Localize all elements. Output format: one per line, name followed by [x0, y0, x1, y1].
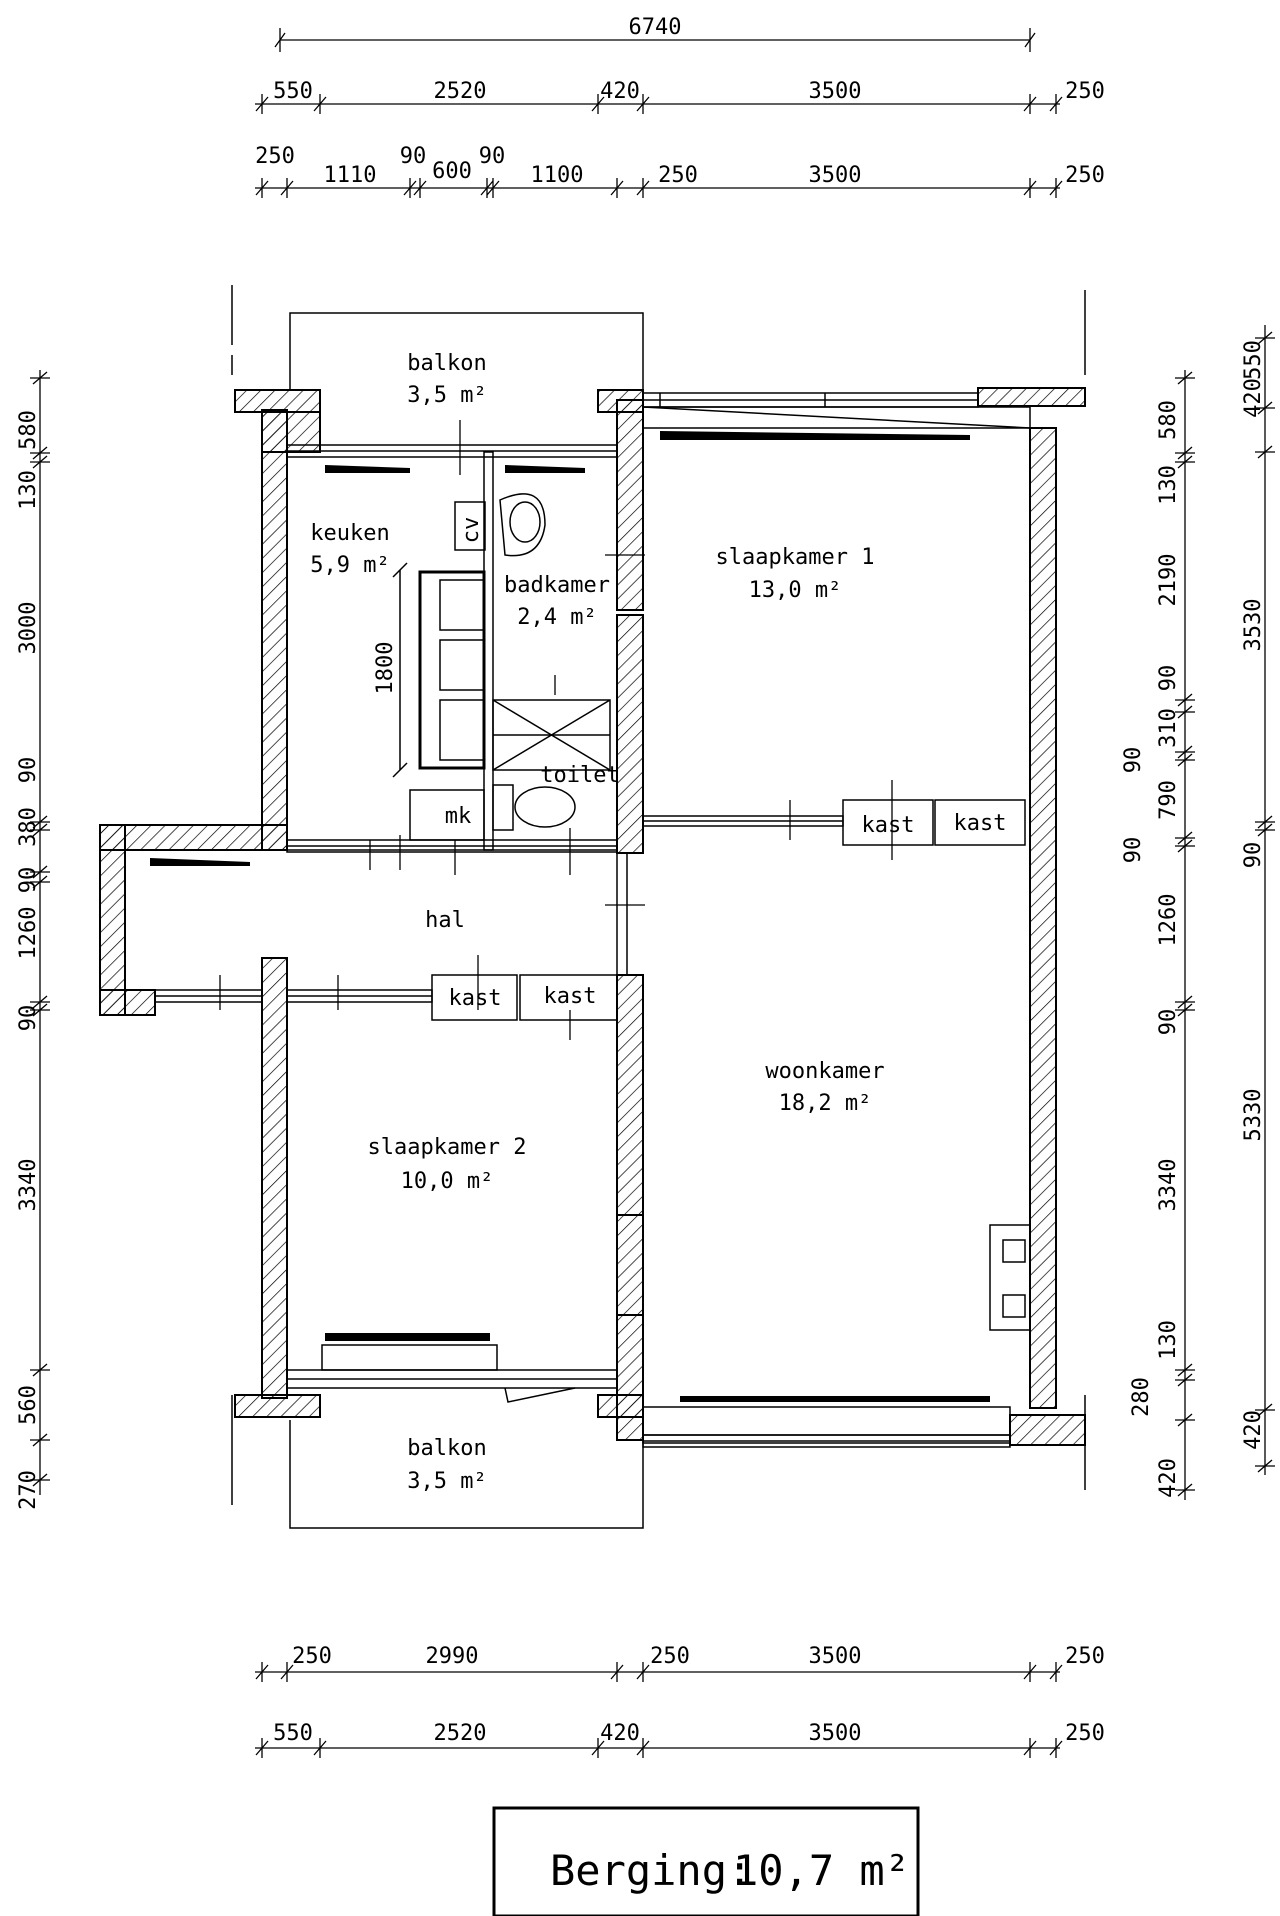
dim-label: 250: [255, 144, 295, 169]
keuken-area: 5,9 m²: [310, 553, 389, 578]
right-inner-dim-labels: 580 130 2190 90 310 90 790 90 1260 90 33…: [1121, 400, 1181, 1498]
dim-label: 3000: [16, 602, 41, 655]
dim-label: 250: [1065, 1644, 1105, 1669]
dim-label: 3530: [1241, 599, 1266, 652]
hal-label: hal: [425, 908, 465, 933]
woonkamer-area: 18,2 m²: [779, 1091, 872, 1116]
axis-lines: [219, 420, 893, 1040]
dim-label: 90: [1156, 1009, 1181, 1036]
dim-label: 380: [16, 807, 41, 847]
balkon-top-name: balkon: [407, 351, 486, 376]
dim-label: 90: [400, 144, 427, 169]
slaapkamer1-name: slaapkamer 1: [716, 545, 875, 570]
dim-label: 90: [1156, 665, 1181, 692]
dim-label: 2520: [434, 1721, 487, 1746]
dim-label: 5330: [1241, 1089, 1266, 1142]
dim-label: 790: [1156, 780, 1181, 820]
dim-label: 3500: [809, 1721, 862, 1746]
balkon-bottom-name: balkon: [407, 1436, 486, 1461]
dim-label: 3340: [1156, 1159, 1181, 1212]
sliding-doors: [150, 431, 990, 1402]
dim-label: 580: [16, 410, 41, 450]
dim-label: 90: [1121, 837, 1146, 864]
dim-label: 90: [1121, 747, 1146, 774]
room-labels: balkon 3,5 m² keuken 5,9 m² badkamer 2,4…: [310, 351, 1006, 1494]
dim-label: 310: [1156, 708, 1181, 748]
dim-label: 130: [1156, 465, 1181, 505]
right-outer-dimensions: [1255, 325, 1275, 1475]
dim-label: 3500: [809, 79, 862, 104]
right-inner-dimensions: [1175, 370, 1195, 1500]
slaapkamer2-name: slaapkamer 2: [368, 1135, 527, 1160]
dim-label: 250: [1065, 163, 1105, 188]
dim-label: 3340: [16, 1159, 41, 1212]
dim-label: 580: [1156, 400, 1181, 440]
dim-label: 90: [16, 867, 41, 894]
dim-label: 1260: [1156, 894, 1181, 947]
dim-label: 250: [1065, 79, 1105, 104]
counter-dimension: 1800: [373, 642, 398, 695]
kast-label: kast: [544, 984, 597, 1009]
dim-label: 550: [273, 79, 313, 104]
dim-label: 1110: [324, 163, 377, 188]
dim-label: 420: [1241, 378, 1266, 418]
balkon-top-area: 3,5 m²: [407, 383, 486, 408]
dim-label: 250: [658, 163, 698, 188]
bottom-dimensions: [255, 1662, 1063, 1758]
dim-label: 420: [1156, 1458, 1181, 1498]
dim-row-2: 550 2520 420 3500 250: [273, 79, 1105, 104]
dim-label: 90: [1241, 842, 1266, 869]
dim-label: 90: [16, 757, 41, 784]
badkamer-name: badkamer: [504, 573, 610, 598]
dim-label: 130: [16, 470, 41, 510]
dim-label: 2990: [426, 1644, 479, 1669]
badkamer-area: 2,4 m²: [517, 605, 596, 630]
walls: [99, 387, 1086, 1446]
dim-row-3: 250 1110 90 600 90 1100 250 3500 250: [255, 144, 1105, 188]
dim-label: 550: [1241, 340, 1266, 380]
mk-label: mk: [445, 804, 472, 829]
balkon-bottom-area: 3,5 m²: [407, 1469, 486, 1494]
dim-label: 420: [1241, 1410, 1266, 1450]
dim-label: 2190: [1156, 554, 1181, 607]
dim-label: 2520: [434, 79, 487, 104]
dim-label: 130: [1156, 1320, 1181, 1360]
dim-label: 550: [273, 1721, 313, 1746]
storage-area: 10,7 m²: [733, 1846, 910, 1895]
dim-label: 90: [16, 1005, 41, 1032]
storage-box: Berging: 10,7 m²: [492, 1806, 920, 1916]
slaapkamer2-area: 10,0 m²: [401, 1169, 494, 1194]
windows-and-lines: [154, 285, 1086, 1529]
kast-label: kast: [862, 813, 915, 838]
dim-label: 1260: [16, 907, 41, 960]
keuken-name: keuken: [310, 521, 389, 546]
cv-label: cv: [459, 517, 484, 544]
storage-label: Berging:: [550, 1846, 752, 1895]
kast-label: kast: [449, 986, 502, 1011]
dim-label: 1100: [531, 163, 584, 188]
dim-label: 600: [432, 159, 472, 184]
dim-label: 270: [16, 1470, 41, 1510]
dim-label: 250: [650, 1644, 690, 1669]
bottom-dim-labels: 250 2990 250 3500 250 550 2520 420 3500 …: [273, 1644, 1105, 1746]
slaapkamer1-area: 13,0 m²: [749, 578, 842, 603]
left-dim-labels: 580 130 3000 90 380 90 1260 90 3340 560 …: [16, 410, 41, 1510]
dim-label: 420: [600, 79, 640, 104]
dim-label: 3500: [809, 163, 862, 188]
kast-label: kast: [954, 811, 1007, 836]
right-outer-dim-labels: 550 420 3530 90 5330 420: [1241, 340, 1266, 1450]
dim-label: 280: [1129, 1377, 1154, 1417]
top-dimensions: [255, 28, 1063, 198]
dim-label: 250: [292, 1644, 332, 1669]
toilet-label: toilet: [540, 763, 619, 788]
dim-label: 90: [479, 144, 506, 169]
dim-label: 3500: [809, 1644, 862, 1669]
left-dimensions: [30, 370, 50, 1495]
dim-label: 560: [16, 1385, 41, 1425]
woonkamer-name: woonkamer: [765, 1059, 884, 1084]
dim-label: 250: [1065, 1721, 1105, 1746]
dim-total: 6740: [629, 15, 682, 40]
dim-label: 420: [600, 1721, 640, 1746]
